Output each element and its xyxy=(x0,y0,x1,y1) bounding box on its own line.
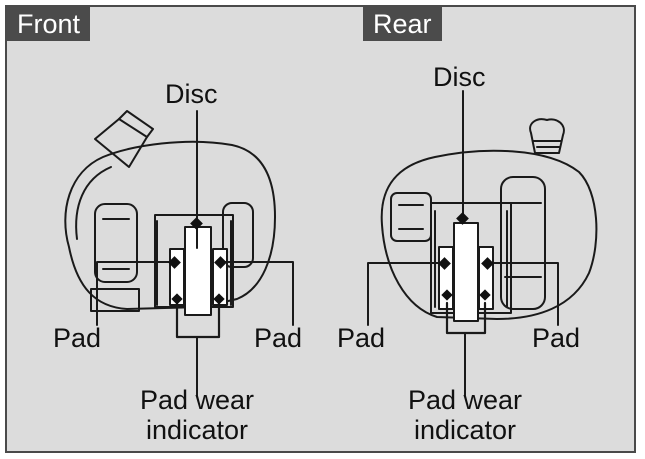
front-indicator-line1: Pad wear xyxy=(139,385,255,415)
rear-bleeder-screw xyxy=(529,118,565,154)
brake-caliper-drawings xyxy=(64,90,598,396)
front-indicator-line2: indicator xyxy=(145,415,249,445)
front-caliper-body xyxy=(64,140,276,310)
rear-pad-right xyxy=(478,246,494,310)
rear-indicator-line1: Pad wear xyxy=(407,385,523,415)
rear-callout-dots xyxy=(438,212,494,301)
front-disc-label: Disc xyxy=(165,79,218,109)
rear-disc-label: Disc xyxy=(433,62,486,92)
rear-pad-left-leader xyxy=(367,262,446,326)
rear-panel-title: Rear xyxy=(363,7,442,41)
rear-pad-right-leader xyxy=(486,262,559,326)
rear-right-cylinder xyxy=(500,176,546,310)
rear-disc xyxy=(453,222,479,322)
front-pad-left-label: Pad xyxy=(53,323,102,353)
front-panel-title: Front xyxy=(7,7,91,41)
front-caliper-drawing xyxy=(64,110,294,396)
rear-pad-left-label: Pad xyxy=(337,323,386,353)
front-pad-right-leader xyxy=(219,261,294,326)
front-right-cylinder xyxy=(222,202,254,268)
rear-pad-wear-indicator-label: Pad wear indicator xyxy=(380,385,550,445)
front-pad-wear-indicator-label: Pad wear indicator xyxy=(112,385,282,445)
front-callout-dots xyxy=(168,217,227,305)
rear-pad-right-label: Pad xyxy=(532,323,581,353)
rear-left-cylinder xyxy=(390,192,432,242)
front-top-bracket xyxy=(94,118,148,168)
front-pad-left-leader xyxy=(96,261,176,326)
diagram-frame: Front Disc Pad Pad Pad wear indicator Re… xyxy=(5,5,636,453)
rear-pad-left xyxy=(438,246,454,310)
rear-indicator-line2: indicator xyxy=(413,415,517,445)
rear-caliper-body xyxy=(380,149,598,320)
front-left-cylinder xyxy=(94,203,138,283)
front-pad-right-label: Pad xyxy=(254,323,303,353)
